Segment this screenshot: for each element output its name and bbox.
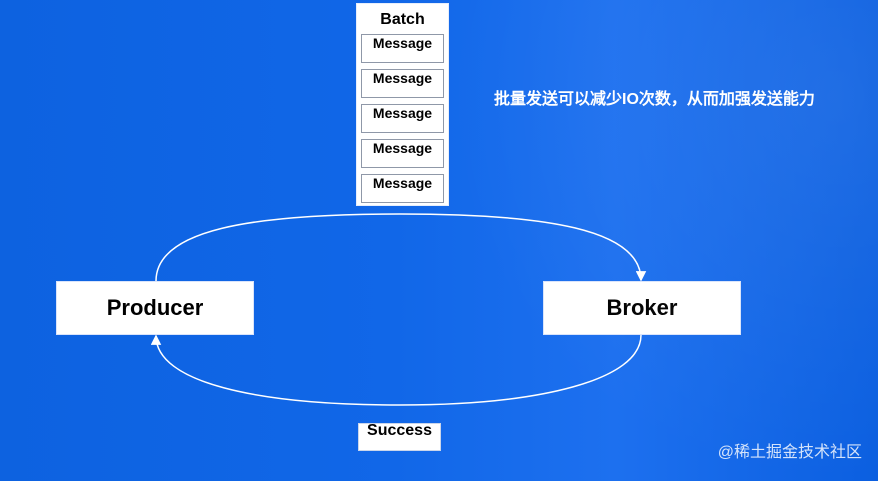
success-label: Success [367, 423, 432, 439]
watermark-text: @稀土掘金技术社区 [717, 444, 862, 461]
batch-note: 批量发送可以减少IO次数，从而加强发送能力 [494, 91, 815, 108]
message-box: Message [361, 139, 444, 168]
broker-to-producer-arrow [150, 334, 642, 406]
success-box: Success [358, 423, 441, 451]
batch-title: Batch [380, 11, 425, 28]
message-box: Message [361, 174, 444, 203]
producer-label: Producer [106, 295, 204, 320]
producer-box: Producer [56, 281, 254, 335]
message-box: Message [361, 34, 444, 63]
message-box: Message [361, 104, 444, 133]
broker-label: Broker [606, 295, 678, 320]
message-box: Message [361, 69, 444, 98]
producer-to-broker-arrow [155, 213, 647, 282]
message-list: Message Message Message Message Message [361, 34, 444, 209]
batch-box: Batch Message Message Message Message Me… [356, 3, 449, 206]
broker-box: Broker [543, 281, 741, 335]
